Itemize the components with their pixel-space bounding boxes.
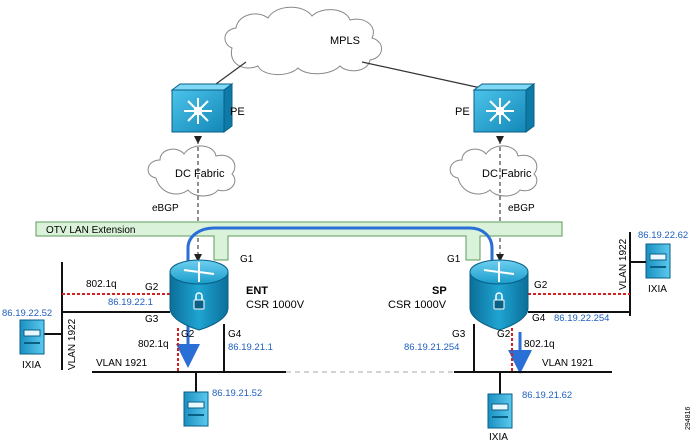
ent-g3-label: G3 xyxy=(145,314,159,325)
sp-g3-ip: 86.19.21.254 xyxy=(404,342,459,353)
mpls-label: MPLS xyxy=(330,35,360,47)
right-vlan-1922-label: VLAN 1922 xyxy=(618,238,629,290)
left-host-server-icon xyxy=(183,391,209,427)
dc-fabric-cloud-right: DC Fabric xyxy=(449,145,538,197)
dc-fabric-right-label: DC Fabric xyxy=(482,168,532,180)
sp-g2-right-label: G2 xyxy=(534,280,548,291)
dc-fabric-cloud-left: DC Fabric xyxy=(147,145,236,197)
right-ixia-top-label: IXIA xyxy=(648,284,667,295)
sp-g4-label: G4 xyxy=(532,313,546,324)
figure-id: 294816 xyxy=(685,407,692,430)
right-ixia-top-server-icon xyxy=(645,243,671,279)
ent-router-model: CSR 1000V xyxy=(246,299,305,311)
ebgp-right-label: eBGP xyxy=(508,203,535,214)
sp-g2-bottom-label: G2 xyxy=(497,329,511,340)
ent-g2-bottom-label: G2 xyxy=(181,329,195,340)
link-mpls-pe-right xyxy=(361,61,491,91)
pe-right-label: PE xyxy=(455,106,470,118)
left-ixia-ip: 86.19.22.52 xyxy=(2,308,52,319)
otv-flow-path xyxy=(186,226,494,330)
sp-dot1q-bottom-label: 802.1q xyxy=(524,339,555,350)
dc-fabric-left-label: DC Fabric xyxy=(175,168,225,180)
left-host-ip: 86.19.21.52 xyxy=(212,388,262,399)
pe-router-left-icon xyxy=(170,83,234,133)
otv-lan-extension-tube: OTV LAN Extension xyxy=(35,221,563,261)
sp-g4-ip: 86.19.22.254 xyxy=(554,313,609,324)
right-vlan-1921-label: VLAN 1921 xyxy=(542,358,594,369)
sp-router-name: SP xyxy=(432,285,447,297)
sp-g3-label: G3 xyxy=(452,329,466,340)
right-ixia-bottom-server-icon xyxy=(487,393,513,429)
ent-g1-label: G1 xyxy=(240,254,254,265)
sp-g1-label: G1 xyxy=(447,254,461,265)
right-ixia-bottom-label: IXIA xyxy=(489,432,508,443)
ent-dot1q-left-label: 802.1q xyxy=(86,279,117,290)
right-host-ip: 86.19.21.62 xyxy=(522,390,572,401)
right-ixia-top-ip: 86.19.22.62 xyxy=(638,230,688,241)
sp-router-model: CSR 1000V xyxy=(388,299,447,311)
ent-g4-label: G4 xyxy=(228,329,242,340)
pe-router-right-icon xyxy=(472,83,536,133)
ent-dot1q-bottom-label: 802.1q xyxy=(138,339,169,350)
sp-router-icon xyxy=(469,259,529,331)
left-vlan-1921-label: VLAN 1921 xyxy=(96,358,148,369)
mpls-cloud: MPLS xyxy=(224,6,382,75)
ent-g2-left-label: G2 xyxy=(145,282,159,293)
pe-left-label: PE xyxy=(230,106,245,118)
left-ixia-server-icon xyxy=(19,319,45,355)
ent-router-name: ENT xyxy=(246,285,268,297)
left-ixia-label: IXIA xyxy=(22,360,41,371)
left-vlan-1922-label: VLAN 1922 xyxy=(67,318,78,370)
ent-router-icon xyxy=(169,259,229,331)
otv-label: OTV LAN Extension xyxy=(46,225,135,236)
ebgp-left-label: eBGP xyxy=(152,203,179,214)
ent-g4-ip: 86.19.21.1 xyxy=(228,342,273,353)
ent-g2-ip: 86.19.22.1 xyxy=(108,297,153,308)
